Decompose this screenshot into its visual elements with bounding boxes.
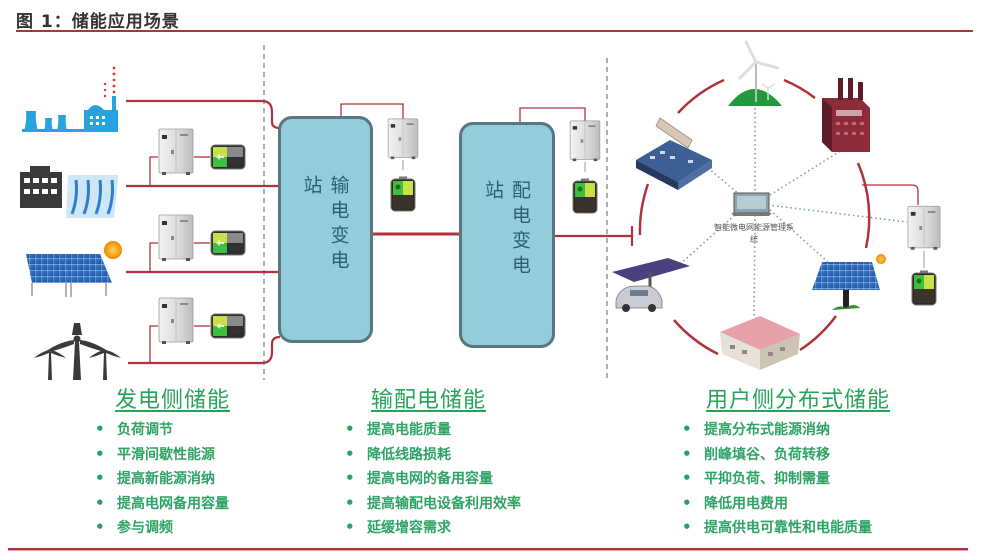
storage-unit-1 — [158, 128, 246, 176]
solar-farm-icon — [26, 241, 122, 297]
house-node-icon — [720, 316, 800, 370]
list-item: 降低线路损耗 — [345, 443, 521, 468]
wind-farm-icon — [34, 323, 121, 380]
list-item: 平抑负荷、抑制需量 — [682, 467, 890, 492]
list-item: 提高电网的备用容量 — [345, 467, 521, 492]
bullet-list: 负荷调节 平滑间歇性能源 提高新能源消纳 提高电网备用容量 参与调频 — [95, 418, 230, 541]
list-item: 平滑间歇性能源 — [95, 443, 230, 468]
industrial-plant-node-icon — [636, 117, 712, 190]
list-item: 延缓增容需求 — [345, 516, 521, 541]
list-item: 削峰填谷、负荷转移 — [682, 443, 890, 468]
list-item: 提高新能源消纳 — [95, 467, 230, 492]
section-heading: 输配电储能 — [371, 388, 487, 413]
distribution-substation-label: 配电变电站 — [482, 180, 531, 280]
title-rule — [16, 30, 973, 32]
generation-feed-lines — [126, 99, 281, 365]
list-item: 提高输配电设备利用效率 — [345, 492, 521, 517]
storage-unit-3 — [158, 297, 246, 345]
bullet-list: 提高电能质量 降低线路损耗 提高电网的备用容量 提高输配电设备利用效率 延缓增容… — [345, 418, 521, 541]
bullet-list: 提高分布式能源消纳 削峰填谷、负荷转移 平抑负荷、抑制需量 降低用电费用 提高供… — [682, 418, 890, 541]
section-user-side-distributed: 用户侧分布式储能 提高分布式能源消纳 削峰填谷、负荷转移 平抑负荷、抑制需量 降… — [682, 382, 890, 541]
section-generation-side: 发电侧储能 负荷调节 平滑间歇性能源 提高新能源消纳 提高电网备用容量 参与调频 — [95, 382, 230, 541]
list-item: 提高电能质量 — [345, 418, 521, 443]
ems-terminal-icon — [731, 192, 772, 216]
section-transmission-distribution: 输配电储能 提高电能质量 降低线路损耗 提高电网的备用容量 提高输配电设备利用效… — [345, 382, 521, 541]
hydro-power-dam-icon — [20, 166, 118, 218]
factory-node-icon — [822, 78, 870, 152]
distribution-substation: 配电变电站 — [459, 122, 555, 348]
list-item: 降低用电费用 — [682, 492, 890, 517]
section-heading: 用户侧分布式储能 — [706, 388, 891, 413]
storage-unit-transmission — [387, 118, 419, 212]
transmission-substation-label: 输电变电站 — [300, 174, 350, 275]
transmission-substation: 输电变电站 — [278, 116, 373, 343]
ev-carport-node-icon — [612, 258, 690, 312]
microgrid-ring — [638, 78, 871, 356]
list-item: 参与调频 — [95, 516, 230, 541]
storage-unit-distribution — [569, 120, 601, 214]
storage-unit-2 — [158, 214, 246, 262]
list-item: 提高分布式能源消纳 — [682, 418, 890, 443]
storage-drop-lines — [149, 103, 919, 363]
list-item: 提高电网备用容量 — [95, 492, 230, 517]
bottom-rule — [8, 548, 968, 550]
list-item: 负荷调节 — [95, 418, 230, 443]
storage-unit-microgrid — [907, 205, 941, 306]
section-heading: 发电侧储能 — [115, 388, 231, 413]
thermal-power-plant-icon — [22, 66, 118, 132]
ems-label: 智能微电网能源管理系统 — [714, 223, 794, 244]
microgrid-spokes — [675, 105, 908, 319]
figure-title: 图 1：储能应用场景 — [16, 12, 180, 32]
list-item: 提高供电可靠性和电能质量 — [682, 516, 890, 541]
solar-panel-node-icon — [812, 254, 886, 310]
wind-turbine-node-icon — [728, 40, 782, 106]
